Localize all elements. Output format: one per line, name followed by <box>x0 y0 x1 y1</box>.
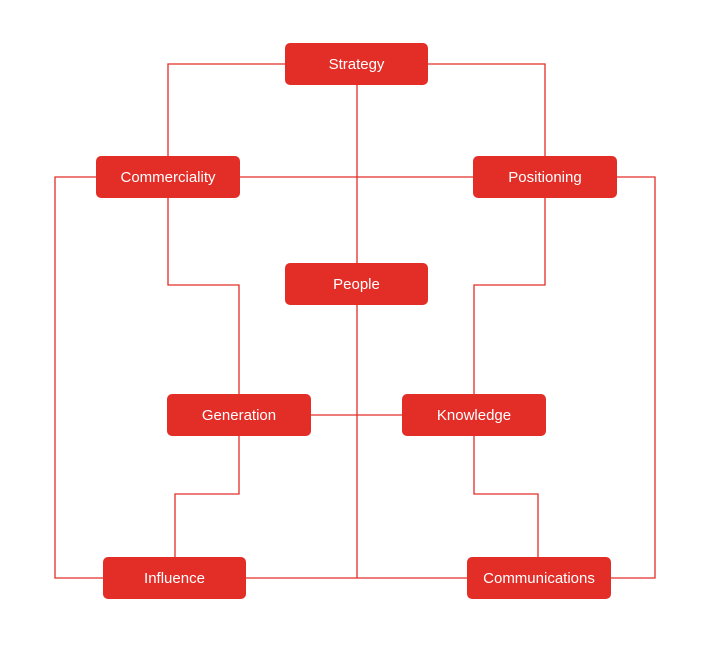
connector-strategy-commerciality <box>167 63 286 158</box>
node-generation[interactable]: Generation <box>167 394 311 436</box>
node-communications[interactable]: Communications <box>467 557 611 599</box>
connector-generation-influence <box>174 435 240 559</box>
node-influence[interactable]: Influence <box>103 557 246 599</box>
node-people[interactable]: People <box>285 263 428 305</box>
node-knowledge[interactable]: Knowledge <box>402 394 546 436</box>
connector-positioning-knowledge <box>473 197 546 396</box>
node-strategy[interactable]: Strategy <box>285 43 428 85</box>
connector-commerciality-generation <box>167 197 240 396</box>
node-positioning[interactable]: Positioning <box>473 156 617 198</box>
connector-positioning-communications <box>610 176 656 579</box>
node-commerciality[interactable]: Commerciality <box>96 156 240 198</box>
connector-commerciality-influence <box>54 176 104 579</box>
connector-strategy-positioning <box>427 63 546 158</box>
connector-knowledge-communications <box>473 435 539 559</box>
